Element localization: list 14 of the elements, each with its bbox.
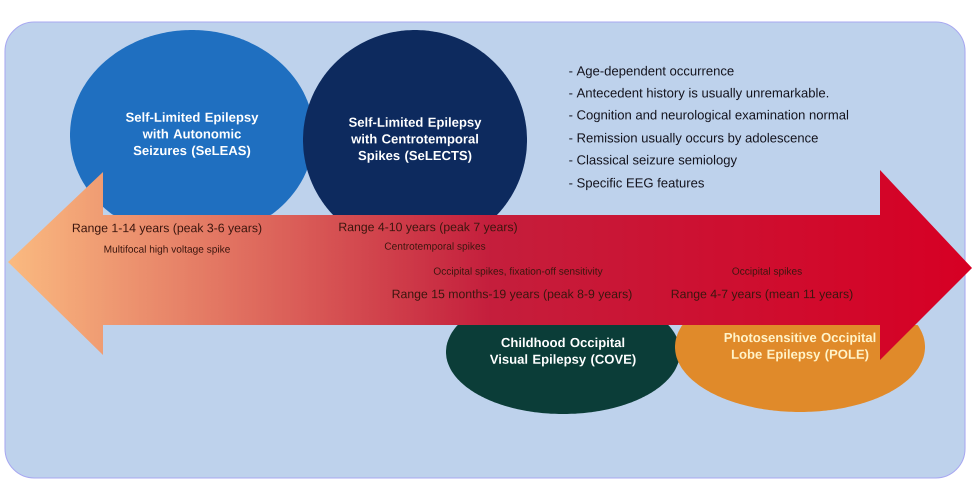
range-text: Range 15 months-19 years (peak 8-9 years) (392, 289, 632, 301)
range-text: Multifocal high voltage spike (104, 245, 230, 255)
range-text: Centrotemporal spikes (384, 242, 486, 252)
bullet-text: - Remission usually occurs by adolescence (569, 132, 818, 146)
range-text: Range 1-14 years (peak 3-6 years) (72, 223, 262, 235)
range-text: Occipital spikes (732, 267, 802, 277)
range-text: Range 4-7 years (mean 11 years) (672, 289, 852, 301)
range-text: Range 4-10 years (peak 7 years) (339, 222, 517, 234)
bullet-text: - Antecedent history is usually unremarkable. (569, 88, 828, 100)
bullet-text: - Classical seizure semiology (569, 154, 737, 168)
bullet-text: - Age-dependent occurrence (569, 66, 734, 78)
bullet-text: - Cognition and neurological examination normal (569, 110, 848, 122)
bullet-text: - Specific EEG features (569, 178, 704, 190)
range-text: Occipital spikes, fixation-off sensitivity (434, 267, 603, 277)
